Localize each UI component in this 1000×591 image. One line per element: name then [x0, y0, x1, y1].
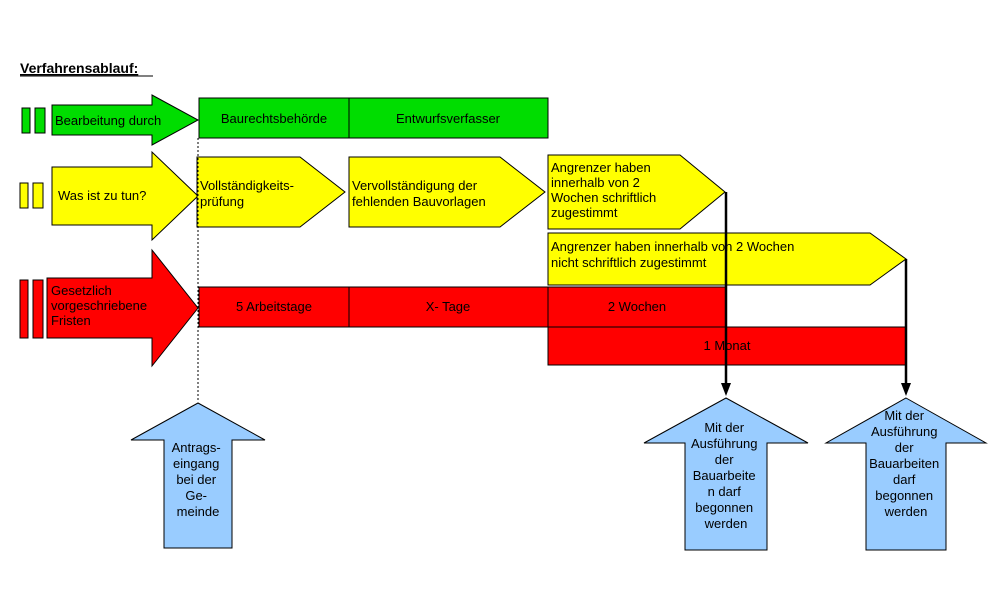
baubeginn-2-text: Mit der Ausführung der Bauarbeiten darf … — [869, 408, 943, 519]
green-marker-2 — [34, 107, 46, 134]
yellow-marker-2 — [32, 182, 44, 209]
step-vervollstaendigung-text: Vervollständigung der fehlenden Bauvorla… — [352, 178, 486, 209]
fristen-line3: Fristen — [51, 313, 91, 328]
antrag-text: Antrags- eingang bei der Ge- meinde — [172, 440, 225, 519]
callout-antragseingang: Antrags- eingang bei der Ge- meinde — [130, 402, 266, 549]
cell-x-tage — [348, 286, 549, 328]
bb1-line5: n darf — [708, 484, 742, 499]
step3-line4: zugestimmt — [551, 205, 618, 220]
step1-line2: prüfung — [200, 194, 244, 209]
row-todo: Was ist zu tun? Vollständigkeits- prüfun… — [19, 150, 907, 286]
cell-baurechtsbehoerde-text: Baurechtsbehörde — [221, 111, 327, 126]
todo-arrow — [51, 150, 199, 242]
baubeginn-1-text: Mit der Ausführung der Bauarbeite n darf… — [691, 420, 761, 531]
deadline-arrow-2 — [901, 259, 911, 396]
cell-x-tage-text: X- Tage — [426, 299, 471, 314]
step4-line1: Angrenzer haben innerhalb von 2 Wochen — [551, 239, 794, 254]
red-marker-2 — [32, 279, 44, 339]
up-arrow-baubeginn-2 — [824, 397, 988, 551]
yellow-marker-1 — [19, 182, 29, 209]
bb2-line5: darf — [893, 472, 916, 487]
arrowhead-2 — [901, 383, 911, 396]
step2-line2: fehlenden Bauvorlagen — [352, 194, 486, 209]
cell-baurechtsbehoerde — [198, 97, 350, 139]
bb2-line3: der — [895, 440, 914, 455]
step-zugestimmt-text: Angrenzer haben innerhalb von 2 Wochen s… — [551, 160, 660, 220]
bb1-line3: der — [715, 452, 734, 467]
deadline-arrow-1 — [721, 192, 731, 396]
antrag-line4: Ge- — [185, 488, 207, 503]
bb2-line4: Bauarbeiten — [869, 456, 939, 471]
antrag-line1: Antrags- — [172, 440, 221, 455]
bb1-line7: werden — [704, 516, 748, 531]
step3-line1: Angrenzer haben — [551, 160, 651, 175]
step-vollstaendigkeit — [196, 156, 346, 228]
step-zugestimmt — [547, 154, 726, 230]
step-nicht-zugestimmt-text: Angrenzer haben innerhalb von 2 Wochen n… — [551, 239, 798, 270]
callout-baubeginn-2: Mit der Ausführung der Bauarbeiten darf … — [824, 397, 988, 551]
step3-line2: innerhalb von 2 — [551, 175, 640, 190]
antrag-line5: meinde — [177, 504, 220, 519]
up-arrow-baubeginn-1 — [643, 397, 809, 551]
red-marker-1 — [19, 279, 29, 339]
fristen-line1: Gesetzlich — [51, 283, 112, 298]
bb1-line6: begonnen — [695, 500, 753, 515]
green-marker-1 — [21, 107, 31, 134]
row-bearbeitung: Bearbeitung durch Baurechtsbehörde Entwu… — [21, 94, 549, 146]
arrowhead-1 — [721, 383, 731, 396]
bb2-line2: Ausführung — [871, 424, 938, 439]
todo-label: Was ist zu tun? — [58, 188, 146, 203]
diagram-title: Verfahrensablauf: — [20, 60, 138, 76]
bearbeitung-arrow — [51, 94, 200, 146]
step-vervollstaendigung — [348, 156, 546, 228]
bb2-line7: werden — [884, 504, 928, 519]
step2-line1: Vervollständigung der — [352, 178, 478, 193]
cell-2-wochen-text: 2 Wochen — [608, 299, 666, 314]
fristen-arrow — [46, 248, 199, 368]
step3-line3: Wochen schriftlich — [551, 190, 656, 205]
cell-5-arbeitstage — [198, 286, 350, 328]
up-arrow-antrag — [130, 402, 266, 549]
antrag-line2: eingang — [173, 456, 219, 471]
cell-5-arbeitstage-text: 5 Arbeitstage — [236, 299, 312, 314]
bb1-line4: Bauarbeite — [693, 468, 756, 483]
fristen-label: Gesetzlich vorgeschriebene Fristen — [51, 283, 151, 328]
bb2-line1: Mit der — [884, 408, 924, 423]
bb1-line1: Mit der — [704, 420, 744, 435]
step1-line1: Vollständigkeits- — [200, 178, 294, 193]
bb1-line2: Ausführung — [691, 436, 758, 451]
bearbeitung-label: Bearbeitung durch — [55, 113, 161, 128]
step-vollstaendigkeit-text: Vollständigkeits- prüfung — [200, 178, 298, 209]
step4-line2: nicht schriftlich zugestimmt — [551, 255, 707, 270]
antrag-line3: bei der — [176, 472, 216, 487]
cell-entwurfsverfasser — [348, 97, 549, 139]
cell-entwurfsverfasser-text: Entwurfsverfasser — [396, 111, 501, 126]
callout-baubeginn-1: Mit der Ausführung der Bauarbeite n darf… — [643, 397, 809, 551]
fristen-line2: vorgeschriebene — [51, 298, 147, 313]
bb2-line6: begonnen — [875, 488, 933, 503]
